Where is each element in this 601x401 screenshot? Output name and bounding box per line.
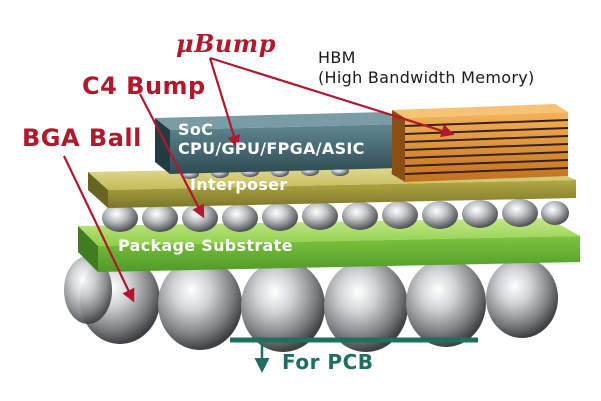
- interposer-label: Interposer: [190, 175, 288, 194]
- package-substrate-label: Package Substrate: [118, 236, 293, 255]
- ubump-arrow-soc: [208, 57, 241, 149]
- c4-bump-arrow: [139, 93, 205, 219]
- bga-ball-arrow: [63, 155, 135, 303]
- hbm-stack: [392, 104, 569, 182]
- ubump-label: μBump: [176, 32, 276, 56]
- soc-label-line2: CPU/GPU/FPGA/ASIC: [178, 139, 365, 159]
- hbm-label: HBM (High Bandwidth Memory): [318, 48, 535, 88]
- soc-label: SoC CPU/GPU/FPGA/ASIC: [178, 120, 365, 158]
- ubump-arrow-hbm: [209, 56, 455, 138]
- hbm-label-line2: (High Bandwidth Memory): [318, 68, 535, 87]
- for-pcb-label: For PCB: [282, 350, 374, 374]
- ubump-text: μBump: [176, 29, 276, 58]
- bga-ball-row: [64, 256, 558, 352]
- c4-bump-label: C4 Bump: [82, 72, 206, 100]
- bga-ball-label: BGA Ball: [22, 124, 142, 152]
- hbm-label-line1: HBM: [318, 48, 356, 67]
- callout-arrows: [63, 56, 455, 303]
- pcb-indicator: [230, 337, 478, 373]
- soc-label-line1: SoC: [178, 120, 214, 139]
- c4-bump-row: [102, 199, 569, 232]
